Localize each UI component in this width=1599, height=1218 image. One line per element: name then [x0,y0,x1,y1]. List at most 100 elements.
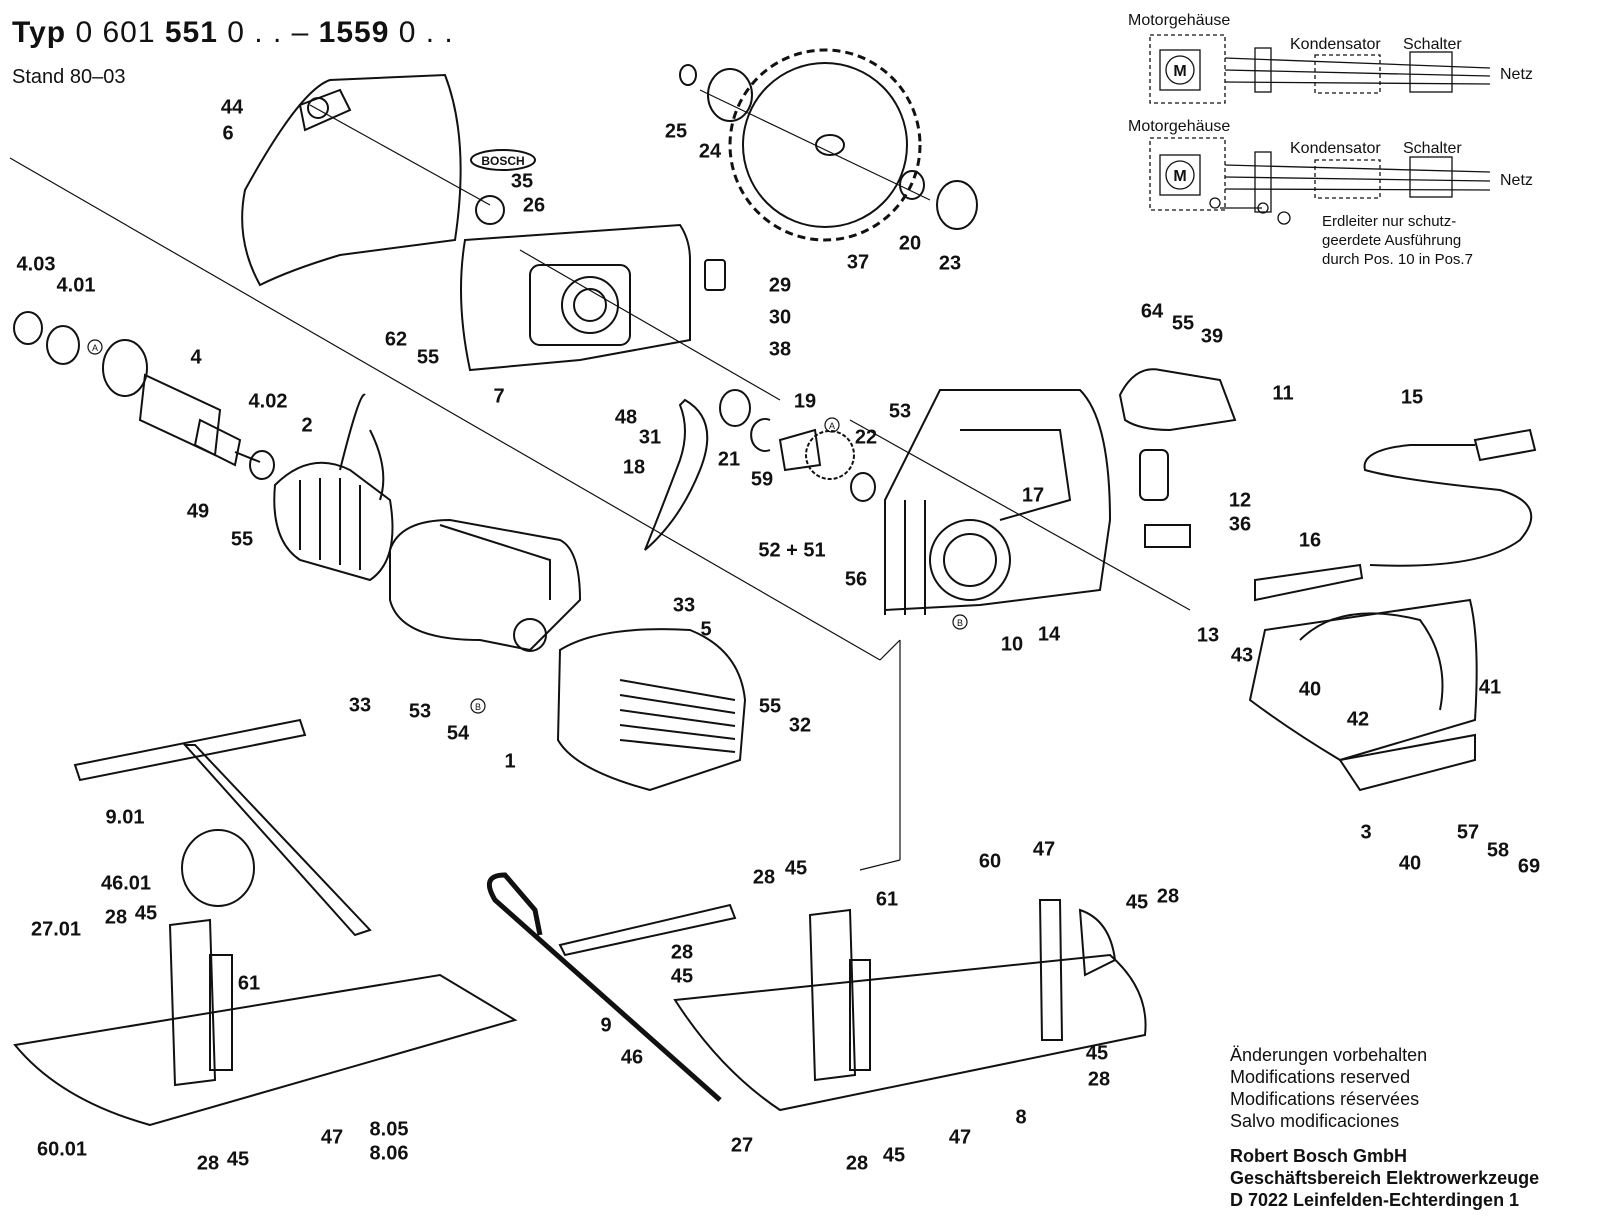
bearing-4-02 [249,450,275,480]
gear-housing [884,389,1112,615]
part-label: 2 [301,414,313,437]
company-name: Robert Bosch GmbH [1230,1146,1408,1166]
part-label: 10 [1000,633,1024,656]
part-label: 19 [793,390,817,413]
part-label: 29 [768,274,792,297]
part-label: 30 [768,306,792,329]
part-label: 40 [1298,678,1322,701]
part-label: 38 [768,338,792,361]
callout-b-shape-1 [952,614,968,630]
base-plate-right [673,899,1147,1112]
wiring-1-capacitor-label: Kondensator [1290,36,1381,53]
part-label: 9.01 [105,806,145,829]
part-label: 54 [446,722,470,745]
part-label: 49 [186,500,210,523]
part-label: 28 [670,941,694,964]
modifications-fr: Modifications réservées [1230,1089,1420,1109]
part-label: 16 [1298,529,1322,552]
part-label: 36 [1228,513,1252,536]
part-label: 28 [845,1152,869,1175]
saw-blade [728,48,922,242]
brand-badge-text: BOSCH [481,154,524,168]
bearing-21 [719,389,751,427]
part-label: 13 [1196,624,1220,647]
company-division: Geschäftsbereich Elektrowerkzeuge [1230,1168,1540,1188]
part-label: 53 [888,400,912,423]
motor-end-cap [556,628,747,792]
part-label: 43 [1230,644,1254,667]
part-label: 4.02 [248,390,288,413]
wiring-1-mains-label: Netz [1500,66,1533,83]
base-plate-left [13,918,518,1127]
part-label: 47 [320,1126,344,1149]
retract-lever [644,398,709,551]
part-label: 46 [620,1046,644,1069]
part-label: 18 [622,456,646,479]
part-label: 61 [875,888,899,911]
part-label: 31 [638,426,662,449]
part-label: 4 [190,346,202,369]
part-label: 4.01 [56,274,96,297]
type-code-e: 0 . . [389,16,454,49]
type-code-b: 551 [164,16,218,49]
part-label: 42 [1346,708,1370,731]
part-label: 25 [664,120,688,143]
part-label: 45 [1125,891,1149,914]
type-code-d: 1559 [318,16,390,49]
part-label: 59 [750,468,774,491]
part-label: 28 [1156,885,1180,908]
callout-a-2: A [829,421,835,431]
wiring-2-capacitor-label: Kondensator [1290,140,1381,157]
capacitor [1139,449,1169,501]
gearbox-cover [460,223,691,372]
earth-note-line-1: Erdleiter nur schutz- [1322,213,1457,230]
bearing-4-03 [13,311,43,345]
motor-symbol-2: M [1173,168,1186,185]
part-label: 48 [614,406,638,429]
part-label: 47 [948,1126,972,1149]
part-label: 8.06 [369,1142,409,1165]
part-label: 55 [230,528,254,551]
part-label: 46.01 [100,872,152,895]
modifications-es: Salvo modificaciones [1230,1111,1400,1131]
part-label: 33 [672,594,696,617]
part-label: 15 [1400,386,1424,409]
part-label: 45 [134,902,158,925]
part-label: 8 [1015,1106,1027,1129]
part-label: 56 [844,568,868,591]
part-label: 69 [1517,855,1541,878]
brand-badge-shape [470,149,536,171]
power-cable [1363,428,1537,567]
part-label: 55 [1171,312,1195,335]
modifications-en: Modifications reserved [1230,1067,1411,1087]
part-label: 45 [882,1144,906,1167]
part-label: 57 [1456,821,1480,844]
armature [102,339,261,467]
part-label: 28 [1087,1068,1111,1091]
part-label: 45 [1085,1042,1109,1065]
callout-a-shape-2 [824,417,840,433]
part-label: 62 [384,328,408,351]
part-label: 4.03 [16,253,56,276]
part-label: 52 + 51 [758,539,826,562]
rear-handle [1248,598,1478,792]
spindle-gear [778,428,855,480]
type-code-c: 0 . . – [217,16,319,49]
assembly-guide-lines [9,89,1191,871]
revision-stand: Stand 80–03 [12,66,126,88]
type-code-a: 0 601 [75,16,165,49]
part-label: 3 [1360,821,1372,844]
callout-a-shape-1 [87,339,103,355]
part-label: 17 [1021,484,1045,507]
washer-25 [679,64,697,86]
circlip-59 [750,418,771,452]
part-label: 12 [1228,489,1252,512]
part-label: 60.01 [36,1138,88,1161]
part-label: 55 [758,695,782,718]
part-label: 58 [1486,839,1510,862]
part-label: 33 [348,694,372,717]
part-label: 28 [104,906,128,929]
part-label: 39 [1200,325,1224,348]
